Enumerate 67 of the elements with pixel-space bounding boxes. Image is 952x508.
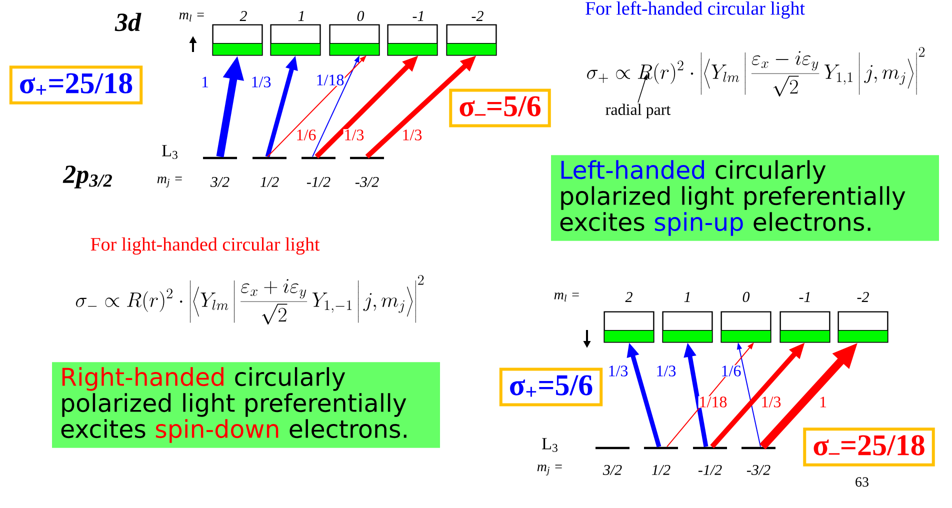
- note-box: Right-handed circularly polarized light preferentially excites spin-down electrons.: [52, 362, 440, 448]
- level-box: [446, 24, 497, 56]
- edge-label: 1/3: [401, 129, 423, 141]
- quantum-number: 1: [684, 292, 690, 302]
- heading: For light-handed circular light: [90, 237, 320, 255]
- level-box: [329, 24, 380, 56]
- level-box: [838, 311, 888, 343]
- quantum-number: 3/2: [210, 176, 230, 188]
- edge-label: 1/3: [607, 365, 629, 377]
- level-box: [387, 24, 438, 56]
- quantum-number: 2: [625, 292, 632, 302]
- result-box: σ$_{+}$=5/6: [499, 368, 603, 406]
- quantum-number: 0: [357, 10, 364, 22]
- quantum-number-label: m$_{j}$ =: [537, 464, 562, 476]
- shell-label: 3d: [114, 12, 142, 32]
- level-box: [604, 311, 654, 343]
- quantum-number: 0: [742, 292, 750, 302]
- quantum-number-label: m$_{l}$ =: [179, 12, 204, 22]
- level-line: [644, 446, 678, 450]
- annotation-text: radial part: [606, 104, 671, 118]
- level-line: [693, 446, 727, 450]
- quantum-number: 1: [298, 11, 304, 21]
- level-box: [270, 24, 321, 56]
- level-line: [252, 156, 286, 160]
- quantum-number-label: m$_{j}$ =: [157, 176, 182, 188]
- result-box: σ$_{–}$=5/6: [449, 88, 551, 128]
- quantum-number: -1/2: [698, 464, 722, 476]
- result-box: σ$_{–}$=25/18: [803, 428, 935, 466]
- level-line: [302, 156, 336, 160]
- level-line: [596, 446, 630, 450]
- edge-label: 1/3: [760, 396, 782, 408]
- edge-label: 1/6: [720, 365, 742, 377]
- result-box: σ$_{+}$=25/18: [9, 66, 143, 104]
- edge-label: 1: [200, 76, 210, 88]
- level-box: [212, 24, 263, 56]
- quantum-number: -2: [472, 11, 484, 21]
- level-label: L$_{3}$: [162, 145, 178, 159]
- quantum-number: -3/2: [746, 464, 770, 476]
- quantum-number: 2: [240, 11, 247, 21]
- quantum-number: -2: [857, 292, 869, 302]
- heading: For left-handed circular light: [586, 1, 805, 19]
- quantum-number: -1: [799, 292, 810, 302]
- edge-label: 1: [818, 396, 828, 408]
- edge-label: 1/18: [315, 74, 345, 86]
- level-line: [203, 156, 237, 160]
- level-line: [742, 446, 776, 450]
- quantum-number: -1: [412, 11, 424, 21]
- quantum-number: 1/2: [652, 464, 670, 476]
- level-box: [780, 311, 830, 343]
- edge-label: 1/18: [698, 396, 728, 408]
- quantum-number: 1/2: [260, 176, 279, 188]
- shell-label: 2p$_{3/2}$: [62, 166, 112, 188]
- edge-label: 1/3: [343, 129, 365, 141]
- level-line: [350, 156, 384, 160]
- level-box: [720, 311, 772, 343]
- quantum-number: -3/2: [355, 176, 379, 188]
- edge-label: 1/3: [655, 365, 677, 377]
- level-box: [662, 311, 713, 343]
- level-label: L$_{3}$: [542, 438, 558, 452]
- formula: $\sigma_{+} \propto R(r)^{2}\cdot\left|\left\langle Y_{lm}\,\middle|\,\frac{\varepsilon_{x}-i\varepsilon_{y}}{\sqrt{2}}\,Y_{1,1}\,\middle|\,j,m_{j}\right\rangle\right|^{2}$: [587, 47, 925, 97]
- note-box: Left-handed circularly polarized light preferentially excites spin-up electrons.: [551, 155, 939, 241]
- quantum-number: -1/2: [306, 176, 330, 188]
- quantum-number: 3/2: [602, 464, 622, 476]
- edge-label: 1/6: [295, 129, 317, 141]
- quantum-number-label: m$_{l}$ =: [554, 292, 579, 302]
- formula: $\sigma_{-} \propto R(r)^{2}\cdot\left|\left\langle Y_{lm}\,\middle|\,\frac{\varepsilon_{x}+i\varepsilon_{y}}{\sqrt{2}}\,Y_{1,-1}\,\middle|\,j,m_{j}\right\rangle\right|^{2}$: [76, 275, 424, 325]
- edge-label: 1/3: [250, 76, 272, 88]
